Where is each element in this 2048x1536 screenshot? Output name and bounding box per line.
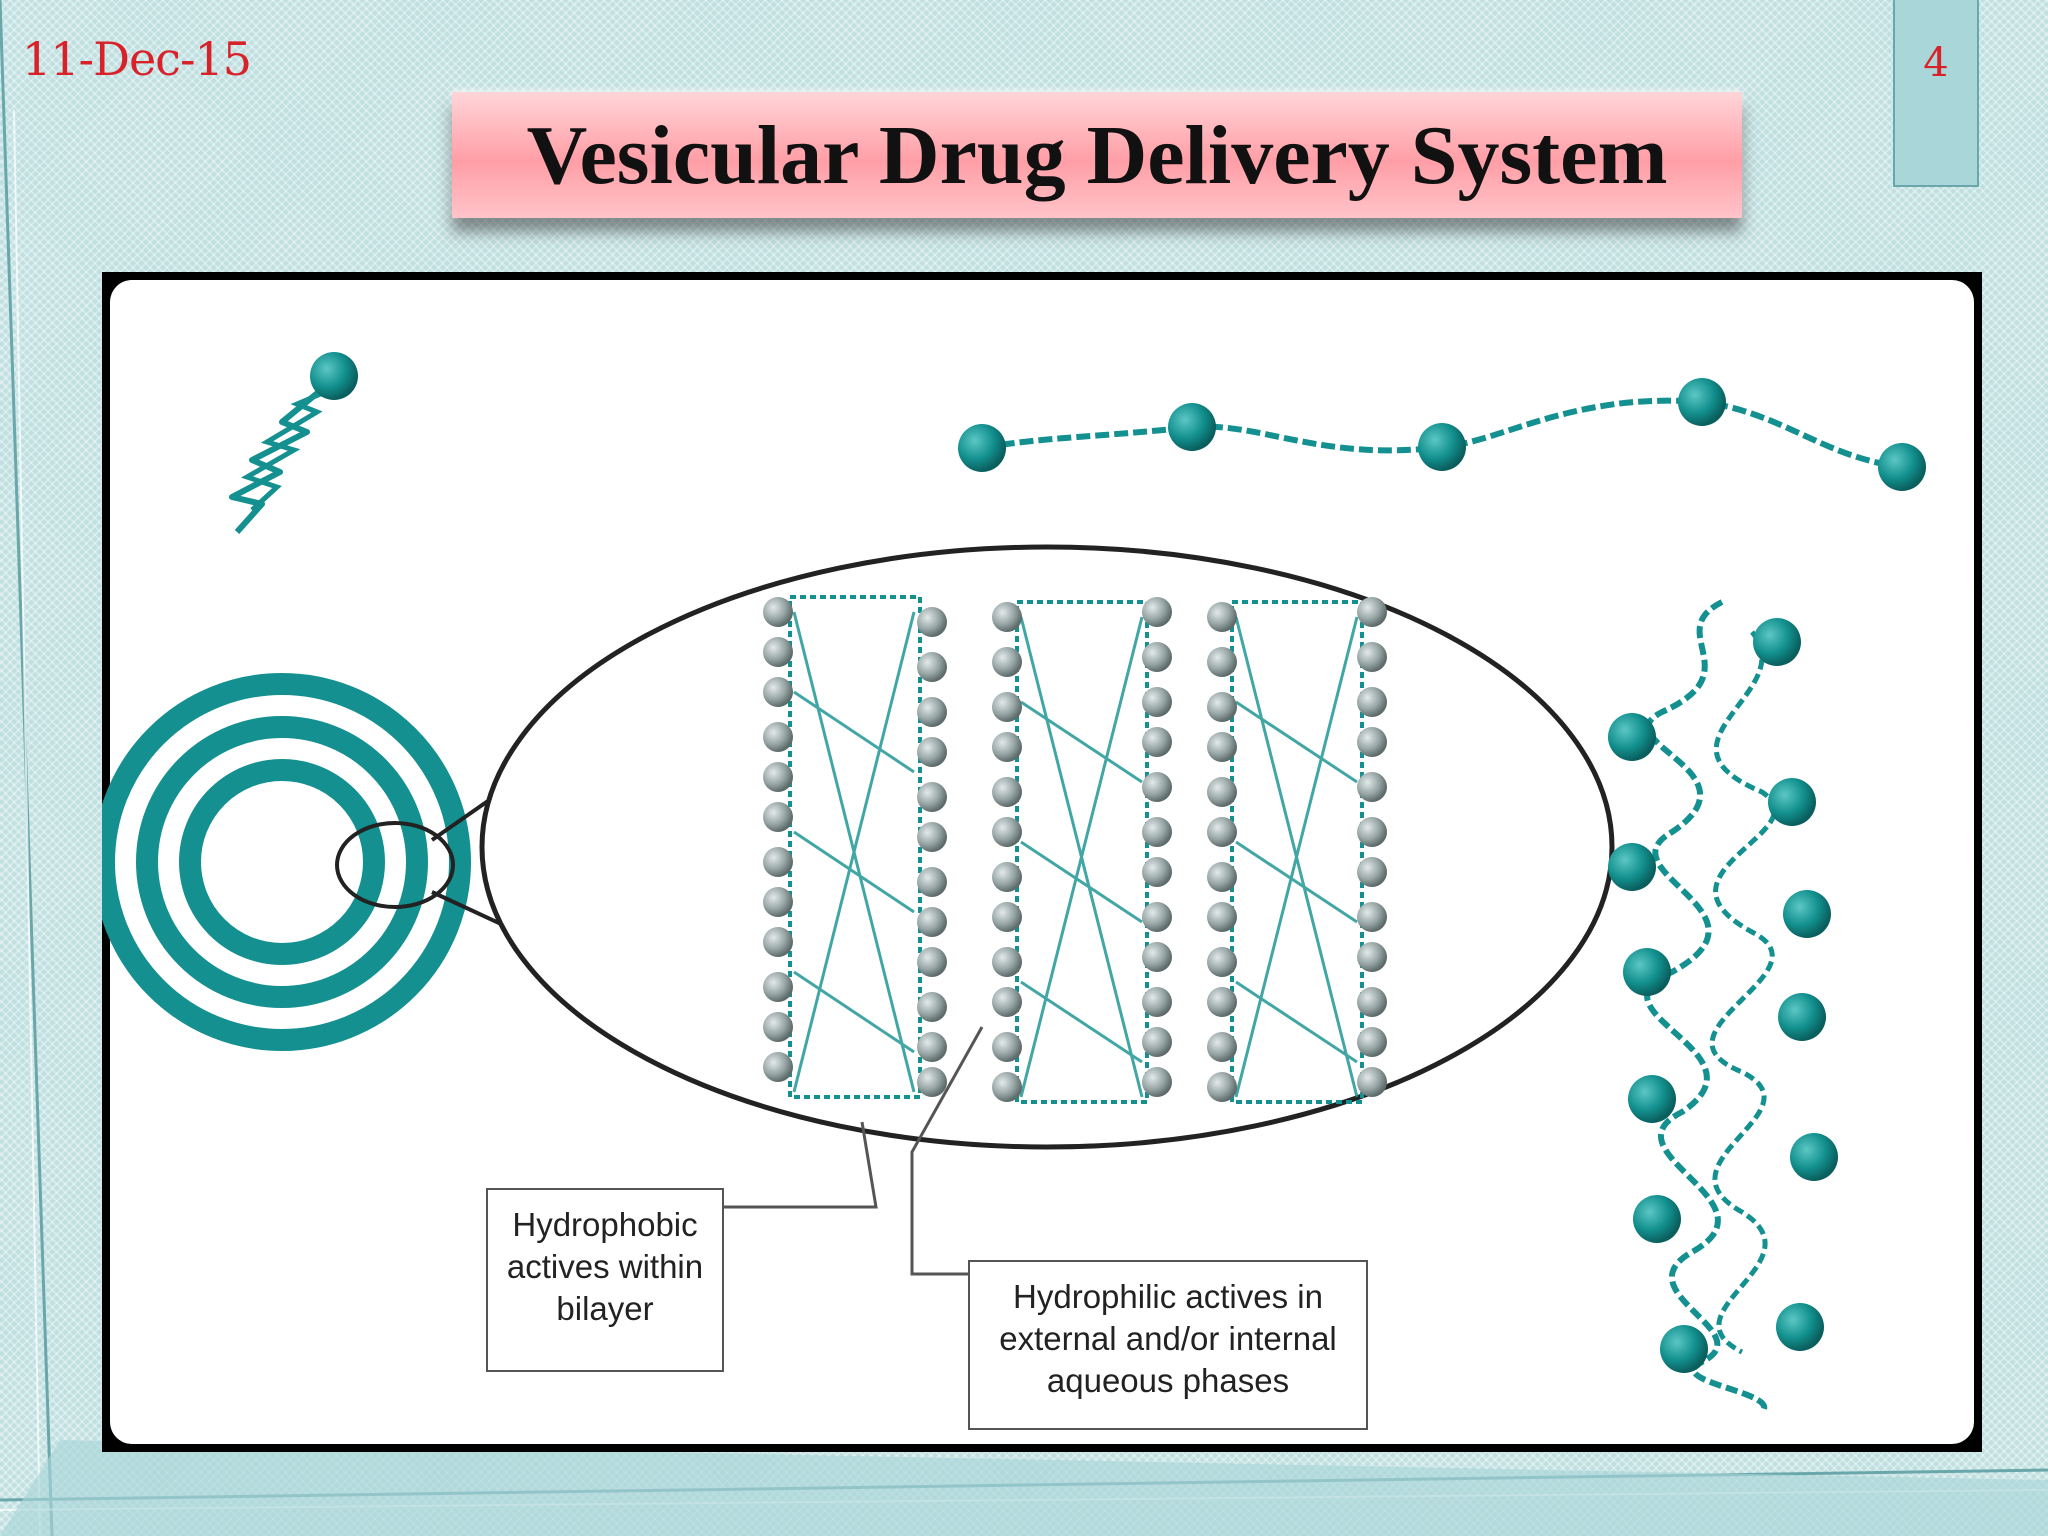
hydrophilic-label: Hydrophilic actives in external and/or i… — [968, 1260, 1368, 1430]
label-connector-lines — [674, 1026, 984, 1276]
bilayer-2 — [992, 597, 1172, 1104]
polymer-chain-icon — [958, 378, 1926, 491]
diagram-graphic — [102, 352, 1926, 1415]
title-banner: Vesicular Drug Delivery System — [452, 92, 1742, 218]
multilamellar-vesicle-icon — [102, 673, 471, 1051]
bilayer-3 — [1207, 597, 1387, 1104]
phospholipid-molecule-icon — [229, 352, 358, 534]
hydrophobic-label: Hydrophobic actives within bilayer — [486, 1188, 724, 1372]
slide-date: 11-Dec-15 — [22, 32, 252, 86]
slide-title: Vesicular Drug Delivery System — [526, 108, 1668, 202]
vesicle-diagram: Hydrophobic actives within bilayer Hydro… — [102, 272, 1982, 1452]
polymer-coil-icon — [1608, 599, 1838, 1415]
bilayer-1 — [763, 595, 947, 1099]
bilayer-magnification-icon — [479, 544, 1615, 1150]
slide-number: 4 — [1923, 40, 1949, 86]
slide-number-tab: 4 — [1893, 0, 1979, 187]
